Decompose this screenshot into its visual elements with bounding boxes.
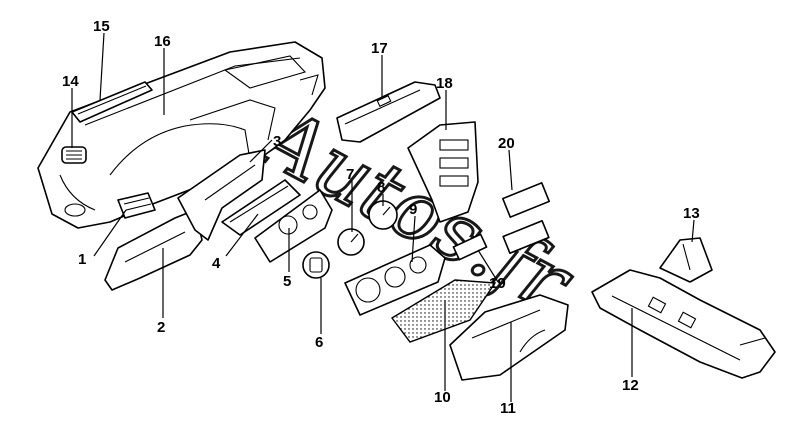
callout-3: 3: [273, 133, 281, 150]
callout-2: 2: [157, 319, 165, 336]
callout-17: 17: [371, 40, 388, 57]
callout-labels: 15 16 14 3 1 2 4 5 6 7 8 9 10 11 12 13 1…: [62, 18, 700, 417]
callout-18: 18: [436, 75, 453, 92]
callout-10: 10: [434, 389, 451, 406]
part-10-glass-cover: [390, 279, 497, 343]
part-3-bracket: [177, 149, 266, 241]
callout-11: 11: [500, 400, 516, 417]
part-15-defroster-vent: [71, 81, 153, 123]
part-5-instrument-cluster: [254, 189, 333, 263]
callout-8: 8: [377, 179, 385, 196]
part-12-center-console: [591, 269, 776, 379]
callout-13: 13: [683, 205, 700, 222]
callout-15: 15: [93, 18, 110, 35]
callout-9: 9: [409, 201, 417, 218]
leader-lines: [71, 32, 695, 402]
part-6-knob: [302, 251, 330, 279]
part-11-cluster-bezel: [449, 294, 569, 381]
part-19-switch: [452, 233, 488, 261]
part-2-lower-panel: [104, 209, 203, 291]
callout-5: 5: [283, 273, 291, 290]
callout-12: 12: [622, 377, 639, 394]
part-13-shift-boot: [659, 237, 713, 283]
part-8-gauge: [368, 200, 398, 230]
part-4-cluster-lid: [221, 179, 301, 236]
part-9-gauge-cluster: [344, 244, 446, 316]
part-20-switch-block: [501, 182, 551, 255]
callout-1: 1: [78, 251, 86, 268]
callout-6: 6: [315, 334, 323, 351]
part-7-gauge: [337, 228, 365, 256]
part-16-dashboard-panel: [37, 41, 326, 229]
part-17-glove-box: [336, 81, 441, 143]
callout-14: 14: [62, 73, 79, 90]
callout-7: 7: [346, 166, 354, 183]
callout-16: 16: [154, 33, 171, 50]
part-1-vent: [117, 192, 156, 219]
callout-4: 4: [212, 255, 221, 272]
callout-19: 19: [489, 275, 506, 292]
part-14-side-vent: [61, 146, 87, 164]
callout-20: 20: [498, 135, 515, 152]
